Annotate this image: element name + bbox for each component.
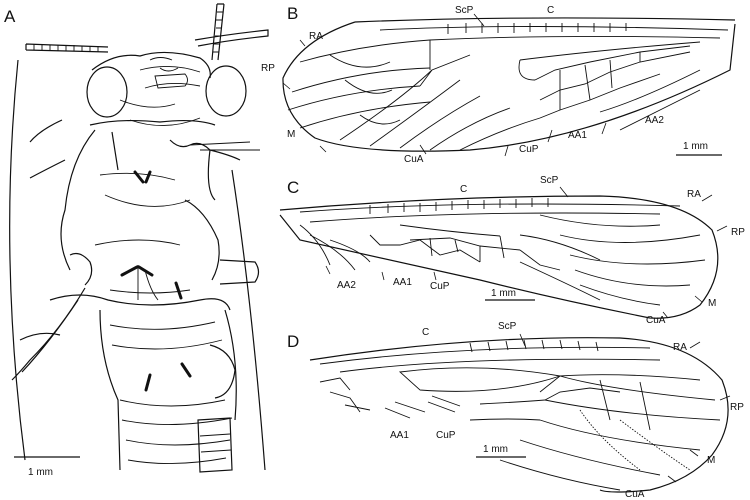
wing-c-veins [299, 212, 706, 306]
antenna-left [25, 43, 109, 53]
panel-c-scale-bar: 1 mm [485, 288, 535, 301]
panel-a-scale-bar: 1 mm [14, 456, 80, 478]
compound-eye-right [205, 65, 247, 117]
label-d-cup: CuP [436, 430, 456, 441]
label-b-c: C [547, 5, 554, 16]
legs [9, 59, 266, 471]
panel-b-letter: B [287, 4, 298, 23]
label-b-rp: RP [261, 63, 275, 74]
label-c-cua: CuA [646, 315, 666, 326]
label-c-scp: ScP [540, 175, 559, 186]
wing-c-costal-cells [369, 198, 549, 214]
wing-d-costal-cells [469, 339, 599, 353]
label-b-m: M [287, 129, 295, 140]
label-b-scp: ScP [455, 5, 474, 16]
wing-d-veins [319, 358, 721, 491]
label-c-rp: RP [731, 227, 745, 238]
panel-d-letter: D [287, 332, 299, 351]
panel-a-scale-label: 1 mm [28, 467, 53, 478]
label-d-m: M [707, 455, 715, 466]
label-c-c: C [460, 184, 467, 195]
label-d-scp: ScP [498, 321, 517, 332]
label-b-aa2: AA2 [645, 115, 664, 126]
label-d-aa1: AA1 [390, 430, 409, 441]
label-d-rp: RP [730, 402, 744, 413]
panel-d-scale-bar: 1 mm [476, 444, 526, 458]
label-c-aa2: AA2 [337, 280, 356, 291]
label-d-cua: CuA [625, 489, 645, 500]
panel-a-letter: A [4, 7, 16, 26]
wing-d-labels: C ScP RA RP M CuA CuP AA1 [390, 321, 744, 500]
abdomen [99, 309, 237, 473]
panel-c: C C ScP RA RP M CuA CuP AA1 AA2 [279, 175, 745, 326]
antenna-right [194, 3, 269, 61]
panel-d: D C ScP RA RP M CuA CuP AA1 [287, 321, 744, 500]
panel-c-scale-label: 1 mm [491, 288, 516, 299]
wing-b-labels: ScP C RA RP M CuA CuP AA1 AA2 [261, 5, 664, 165]
panel-b-scale-label: 1 mm [683, 141, 708, 152]
label-d-ra: RA [673, 342, 687, 353]
wing-c-labels: C ScP RA RP M CuA CuP AA1 AA2 [325, 175, 745, 326]
label-c-m: M [708, 298, 716, 309]
label-b-ra: RA [309, 31, 323, 42]
label-c-aa1: AA1 [393, 277, 412, 288]
thorax [49, 119, 260, 311]
compound-eye-left [86, 66, 128, 118]
wing-d-outline [309, 337, 729, 493]
panel-c-letter: C [287, 178, 299, 197]
wing-b-veins [287, 35, 721, 151]
label-b-cup: CuP [519, 144, 539, 155]
label-b-cua: CuA [404, 154, 424, 165]
panel-b: B ScP C RA RP M CuA [261, 4, 736, 165]
wing-b-outline [282, 17, 736, 152]
panel-b-scale-bar: 1 mm [676, 141, 722, 156]
wing-b-costal-cells [447, 23, 627, 34]
label-d-c: C [422, 327, 429, 338]
head [86, 51, 247, 126]
label-c-ra: RA [687, 189, 701, 200]
panel-a: A [4, 3, 269, 478]
label-b-aa1: AA1 [568, 130, 587, 141]
wing-c-outline [279, 195, 719, 319]
label-c-cup: CuP [430, 281, 450, 292]
panel-d-scale-label: 1 mm [483, 444, 508, 455]
